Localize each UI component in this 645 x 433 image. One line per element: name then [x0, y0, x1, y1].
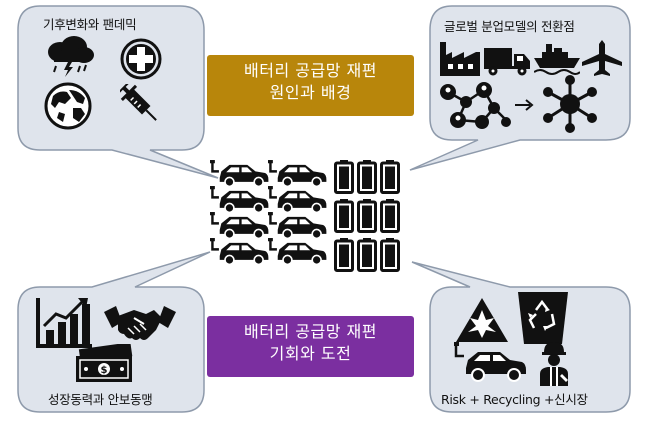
- banner-opportunities-line1: 배터리 공급망 재편: [244, 322, 377, 341]
- electric-car-icon: [454, 342, 526, 382]
- recycling-bin-icon: [518, 292, 568, 344]
- battery-icon: [380, 160, 400, 194]
- electric-car-icon: [268, 238, 327, 264]
- electric-car-icon: [210, 186, 269, 212]
- growth-chart-icon: [36, 298, 92, 348]
- globe-icon: [44, 82, 92, 130]
- caption-bottom-left: 성장동력과 안보동맹: [48, 392, 153, 407]
- handshake-icon: [104, 306, 176, 340]
- battery-icon: [334, 238, 354, 272]
- money-icon: $: [76, 344, 133, 382]
- caption-bottom-right: Risk + Recycling +신시장: [441, 392, 588, 407]
- caption-top-right: 글로벌 분업모델의 전환점: [444, 19, 575, 34]
- svg-text:$: $: [101, 365, 108, 376]
- electric-car-icon: [210, 160, 269, 186]
- battery-icon: [334, 160, 354, 194]
- medical-cross-icon: [120, 38, 162, 80]
- storm-cloud-icon: [48, 36, 94, 77]
- bubble-bottom-left: [17, 251, 211, 413]
- battery-icon: [357, 160, 377, 194]
- banner-causes: 배터리 공급망 재편 원인과 배경: [207, 55, 414, 116]
- battery-icon: [380, 199, 400, 233]
- battery-icon: [334, 199, 354, 233]
- electric-car-icon: [268, 160, 327, 186]
- banner-opportunities-line2: 기회와 도전: [269, 344, 352, 363]
- electric-car-icon: [268, 186, 327, 212]
- electric-car-icon: [210, 238, 269, 264]
- arrow-icon: [515, 99, 534, 111]
- banner-causes-line2: 원인과 배경: [269, 83, 352, 102]
- banner-causes-line1: 배터리 공급망 재편: [244, 61, 377, 80]
- banner-opportunities: 배터리 공급망 재편 기회와 도전: [207, 316, 414, 377]
- ship-icon: [534, 44, 580, 75]
- electric-car-icon: [210, 212, 269, 238]
- battery-icon: [357, 238, 377, 272]
- electric-car-icon: [268, 212, 327, 238]
- airplane-icon: [582, 40, 622, 76]
- truck-icon: [484, 48, 530, 76]
- battery-icon: [357, 199, 377, 233]
- battery-icon: [380, 238, 400, 272]
- caption-top-left: 기후변화와 팬데믹: [43, 17, 137, 32]
- syringe-icon: [120, 84, 157, 121]
- network-icon: [440, 82, 511, 129]
- factory-icon: [440, 42, 480, 76]
- hub-network-icon: [543, 75, 597, 133]
- bubble-top-right: [409, 5, 631, 171]
- bubble-bottom-right: [411, 261, 631, 413]
- hazard-warning-icon: [456, 298, 508, 342]
- worker-icon: [540, 342, 568, 386]
